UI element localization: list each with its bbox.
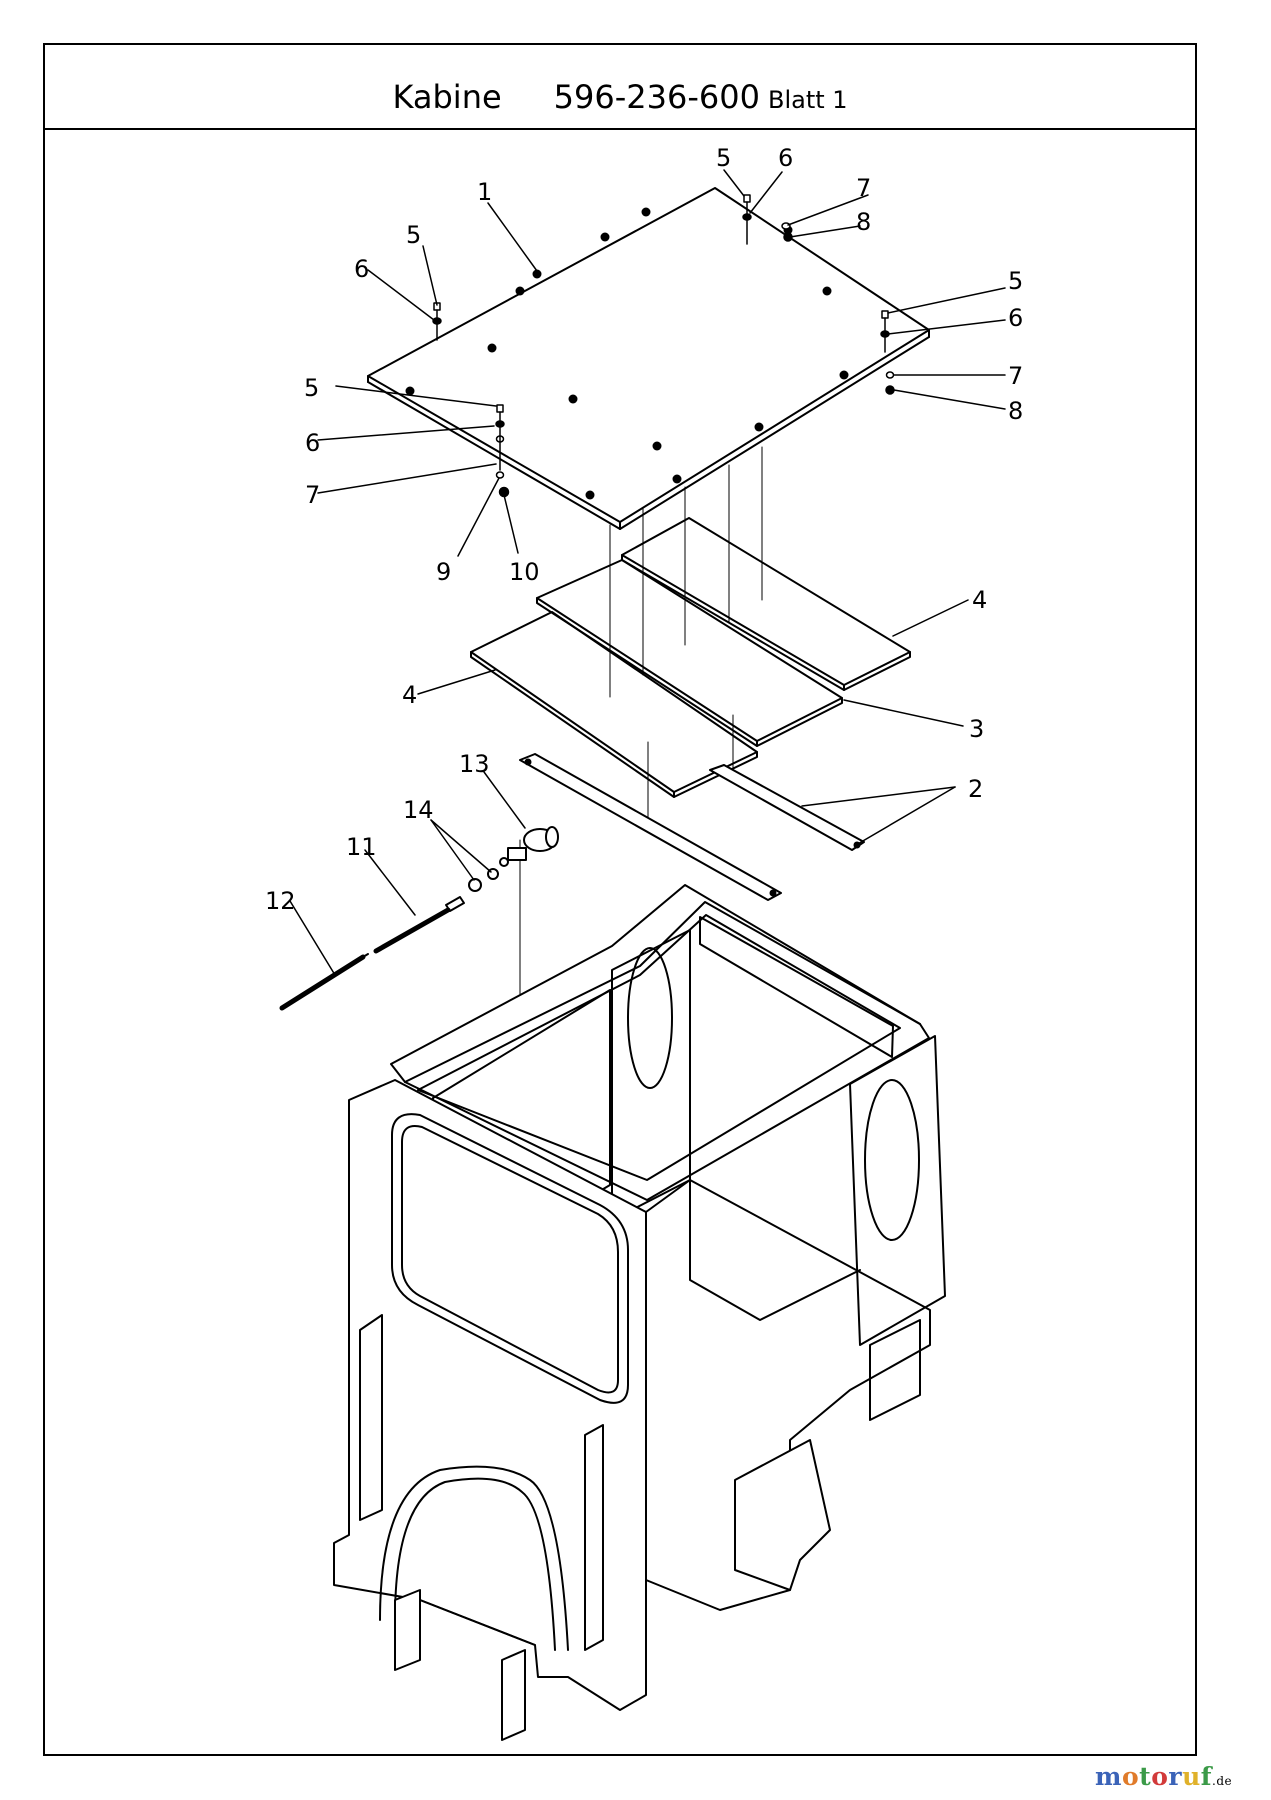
insulation-pad-left	[470, 611, 758, 798]
callout-6-rear: 6	[778, 144, 793, 172]
title-sheet: Blatt 1	[767, 86, 848, 114]
logo-letter: u	[1182, 1762, 1201, 1791]
logo-letter: o	[1151, 1762, 1169, 1791]
callout-12: 12	[265, 887, 296, 915]
callout-8-right: 8	[1008, 397, 1023, 425]
roof-panel	[367, 187, 930, 530]
callout-13: 13	[459, 750, 490, 778]
callout-11: 11	[346, 833, 377, 861]
callout-2: 2	[968, 775, 983, 803]
callout-6-front: 6	[305, 429, 320, 457]
callout-labels: 1 2 3 4 4 5 5 5 5 6 6 6 6 7 7 7 8 8 9 10…	[265, 144, 1023, 915]
assembly-guide-lines	[519, 446, 763, 1106]
logo-letter: r	[1168, 1762, 1183, 1791]
callout-7-rear: 7	[856, 174, 871, 202]
callout-1: 1	[477, 178, 492, 206]
insulation-pad-middle	[536, 559, 843, 747]
wiper-nuts	[468, 868, 499, 892]
callout-10: 10	[509, 558, 540, 586]
title-part-number: 596-236-600	[553, 78, 760, 116]
support-rail-rear	[709, 764, 865, 851]
callout-4-right: 4	[972, 586, 987, 614]
callout-5-left: 5	[406, 221, 421, 249]
callout-3: 3	[969, 715, 984, 743]
callout-14: 14	[403, 796, 434, 824]
wiper-arm	[373, 896, 465, 954]
fastener-stack-front	[495, 404, 510, 498]
callout-9: 9	[436, 558, 451, 586]
callout-6-right: 6	[1008, 304, 1023, 332]
fastener-stack-left	[432, 302, 442, 341]
motoruf-logo: motoruf.de	[1095, 1762, 1232, 1791]
callout-8-rear: 8	[856, 208, 871, 236]
support-rail-front	[519, 753, 782, 901]
logo-letter: m	[1095, 1762, 1122, 1791]
cab-frame	[333, 884, 946, 1741]
callout-7-right: 7	[1008, 362, 1023, 390]
logo-tld: .de	[1212, 1774, 1233, 1788]
logo-letter: o	[1121, 1762, 1140, 1791]
logo-text: motoruf	[1095, 1762, 1212, 1791]
callout-5-front: 5	[304, 374, 319, 402]
wiper-blade	[279, 953, 369, 1011]
callout-7-front: 7	[305, 481, 320, 509]
logo-letter: t	[1139, 1762, 1152, 1791]
callout-6-left: 6	[354, 255, 369, 283]
logo-letter: f	[1200, 1762, 1213, 1791]
insulation-pad-right	[621, 517, 911, 691]
callout-4-left: 4	[402, 681, 417, 709]
wiper-motor	[499, 826, 559, 867]
callout-leader-lines	[289, 169, 1006, 976]
title-main: Kabine	[392, 78, 502, 116]
callout-5-rear: 5	[716, 144, 731, 172]
callout-5-right: 5	[1008, 267, 1023, 295]
